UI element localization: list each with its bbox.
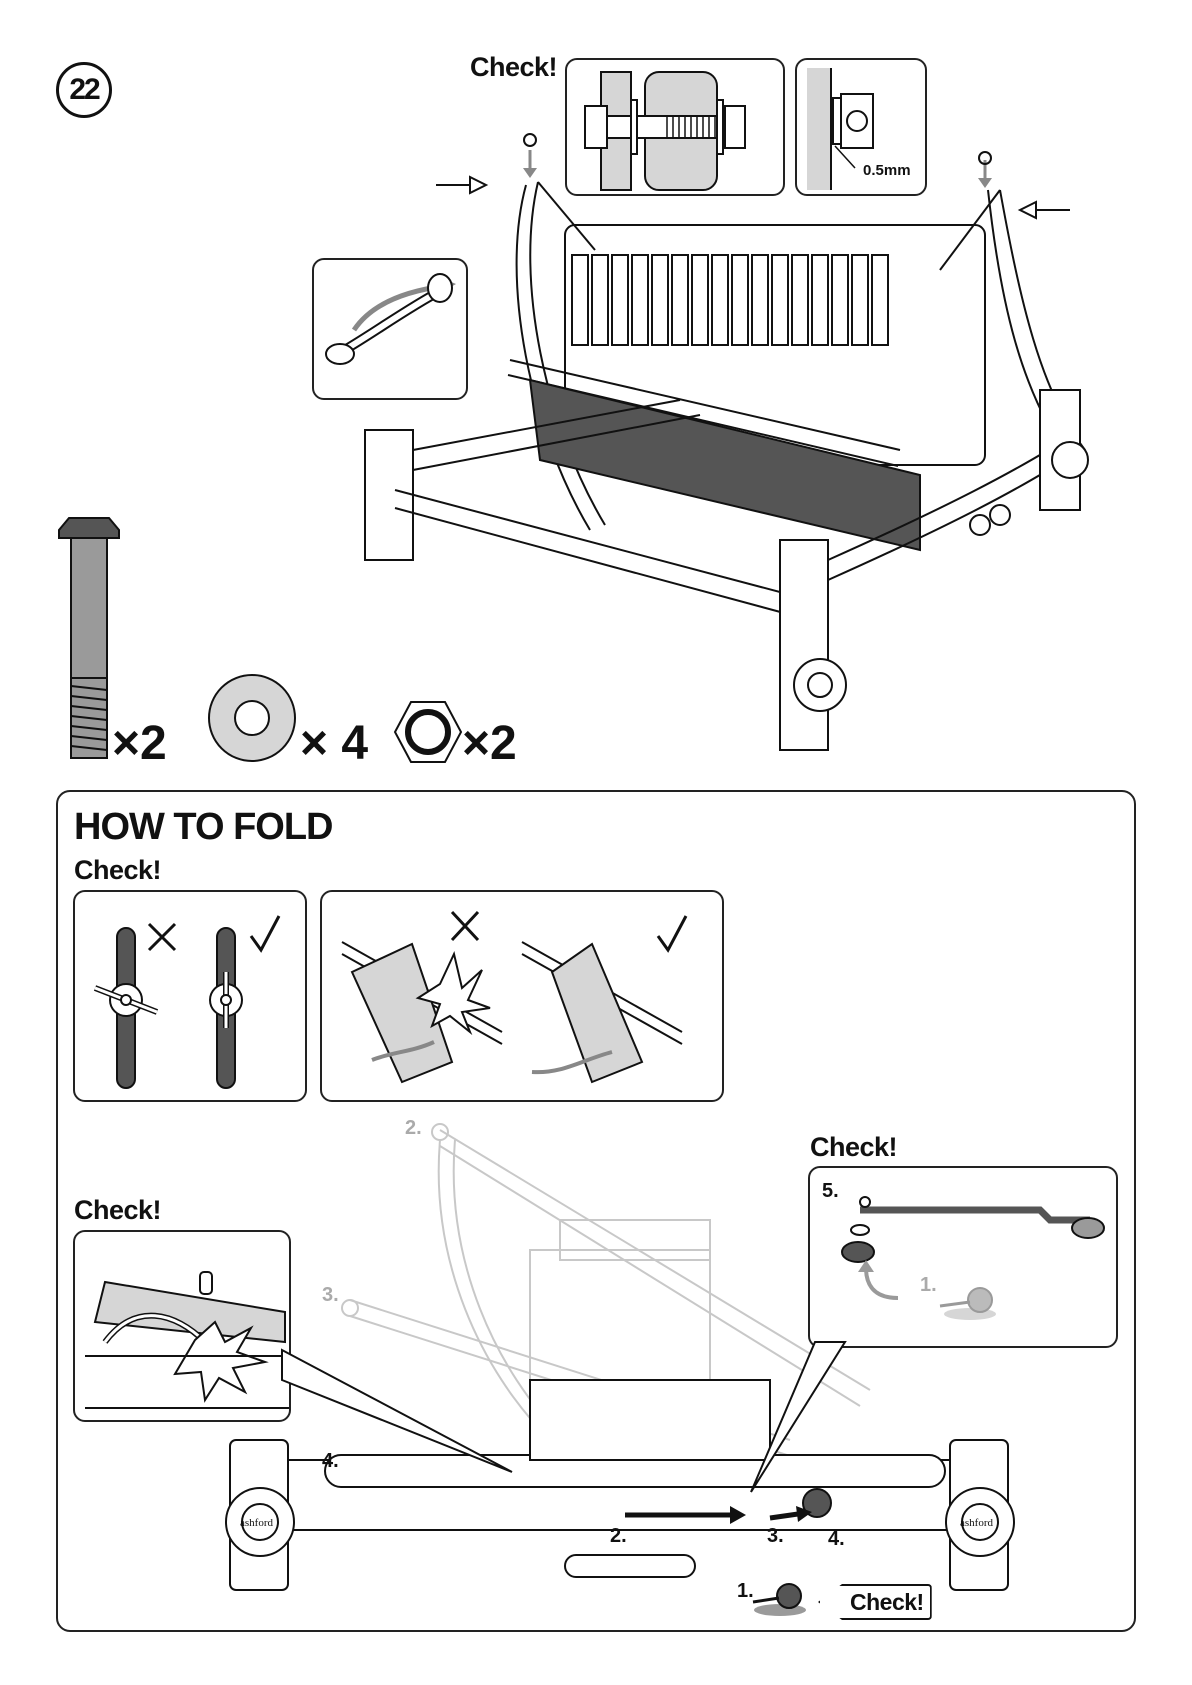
step-3: 3.	[767, 1525, 784, 1548]
washer-icon	[206, 672, 298, 764]
step-2: 2.	[610, 1525, 627, 1548]
fold-title: HOW TO FOLD	[74, 806, 333, 849]
wing-nut-check-panel	[73, 890, 307, 1102]
nut-qty: ×2	[462, 716, 517, 771]
step-2-grey: 2.	[405, 1117, 422, 1140]
top-check-label: Check!	[470, 52, 557, 83]
callout-pointer-left	[282, 1340, 522, 1480]
bottom-check-tag: Check!	[818, 1584, 932, 1620]
nut-icon	[393, 700, 463, 764]
brand-label-right: ashford	[960, 1517, 993, 1529]
fold-check-label-2: Check!	[74, 1195, 161, 1226]
step-number: 22	[56, 62, 112, 118]
bolt-qty: ×2	[112, 716, 167, 771]
knob-removal-illustration	[810, 1168, 1116, 1346]
fold-check-label-3: Check!	[810, 1132, 897, 1163]
finger-pinch-illustration	[322, 892, 722, 1100]
bottom-knob-illustration	[745, 1578, 815, 1618]
loom-assembly-illustration	[380, 130, 1140, 780]
brand-label-left: ashford	[240, 1517, 273, 1529]
fold-check-label-1: Check!	[74, 855, 161, 886]
rope-snag-check-panel	[73, 1230, 291, 1422]
wing-nut-illustration	[75, 892, 305, 1100]
knob-check-panel: 5. 1.	[808, 1166, 1118, 1348]
callout-pointer-right	[745, 1342, 855, 1497]
bottom-check-label: Check!	[850, 1589, 924, 1616]
inset-step-5: 5.	[822, 1180, 839, 1203]
step-3-grey: 3.	[322, 1284, 339, 1307]
step-4: 4.	[828, 1528, 845, 1551]
finger-pinch-check-panel	[320, 890, 724, 1102]
inset-step-1-grey: 1.	[920, 1274, 937, 1297]
rope-snag-illustration	[75, 1232, 289, 1420]
washer-qty: × 4	[300, 716, 368, 771]
